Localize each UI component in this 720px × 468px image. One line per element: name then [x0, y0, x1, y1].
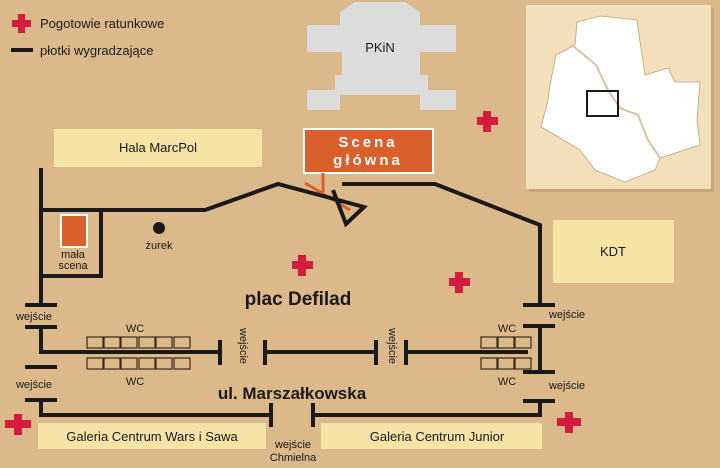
red-cross-icon	[12, 14, 31, 33]
galeria-wars-label: Galeria Centrum Wars i Sawa	[66, 429, 238, 444]
pkin-building: PKiN	[307, 2, 456, 110]
wc-label-right-bottom: WC	[498, 376, 516, 388]
wc-left	[86, 336, 191, 370]
wc-label-left-bottom: WC	[126, 376, 144, 388]
hala-marcpol-box	[54, 129, 262, 167]
red-cross-icon	[557, 412, 581, 433]
entrance-label-left-bottom: wejście	[15, 379, 52, 391]
legend-label-ambulance: Pogotowie ratunkowe	[40, 16, 164, 31]
small-stage-box	[60, 214, 88, 248]
galeria-junior-box	[321, 423, 542, 449]
plac-defilad-label: plac Defilad	[245, 289, 352, 310]
marszalkowska-label: ul. Marszałkowska	[218, 384, 367, 403]
wc-label-left-top: WC	[126, 323, 144, 335]
inset-location-frame	[586, 90, 619, 117]
main-stage-box	[303, 128, 434, 174]
main-stage-label-2: główna	[333, 152, 403, 169]
ambulance-cross-icons	[5, 111, 581, 435]
chmielna-entrance-label-1: wejście	[274, 439, 311, 451]
kdt-label: KDT	[600, 244, 626, 259]
wc-label-right-top: WC	[498, 323, 516, 335]
hala-marcpol-label: Hala MarcPol	[119, 140, 197, 155]
red-cross-icon	[5, 414, 31, 435]
galeria-junior-label: Galeria Centrum Junior	[370, 429, 505, 444]
red-cross-icon	[477, 111, 498, 132]
small-stage-label-2: scena	[58, 260, 88, 272]
entrance-label-left-top: wejście	[15, 311, 52, 323]
zurek-dot-icon	[153, 222, 165, 234]
red-cross-icon	[449, 272, 470, 293]
kdt-box	[553, 220, 674, 283]
legend: Pogotowie ratunkowe płotki wygradzające	[11, 14, 164, 58]
red-cross-icon	[292, 255, 313, 276]
chmielna-entrance-label-2: Chmielna	[270, 452, 317, 464]
entrance-label-right-top: wejście	[548, 309, 585, 321]
wc-right	[480, 336, 532, 370]
fences	[25, 168, 555, 427]
warsaw-inset-map	[526, 5, 714, 192]
zurek-label: żurek	[146, 240, 173, 252]
legend-label-fence: płotki wygradzające	[40, 43, 153, 58]
small-stage-label-1: mała	[61, 249, 86, 261]
entrance-label-right-bottom: wejście	[548, 380, 585, 392]
main-stage-label-1: Scena	[338, 134, 397, 151]
pkin-label: PKiN	[365, 40, 395, 55]
galeria-wars-box	[38, 423, 266, 449]
entrance-label-mid-right: wejście	[386, 327, 398, 364]
entrance-label-mid-left: wejście	[237, 327, 249, 364]
